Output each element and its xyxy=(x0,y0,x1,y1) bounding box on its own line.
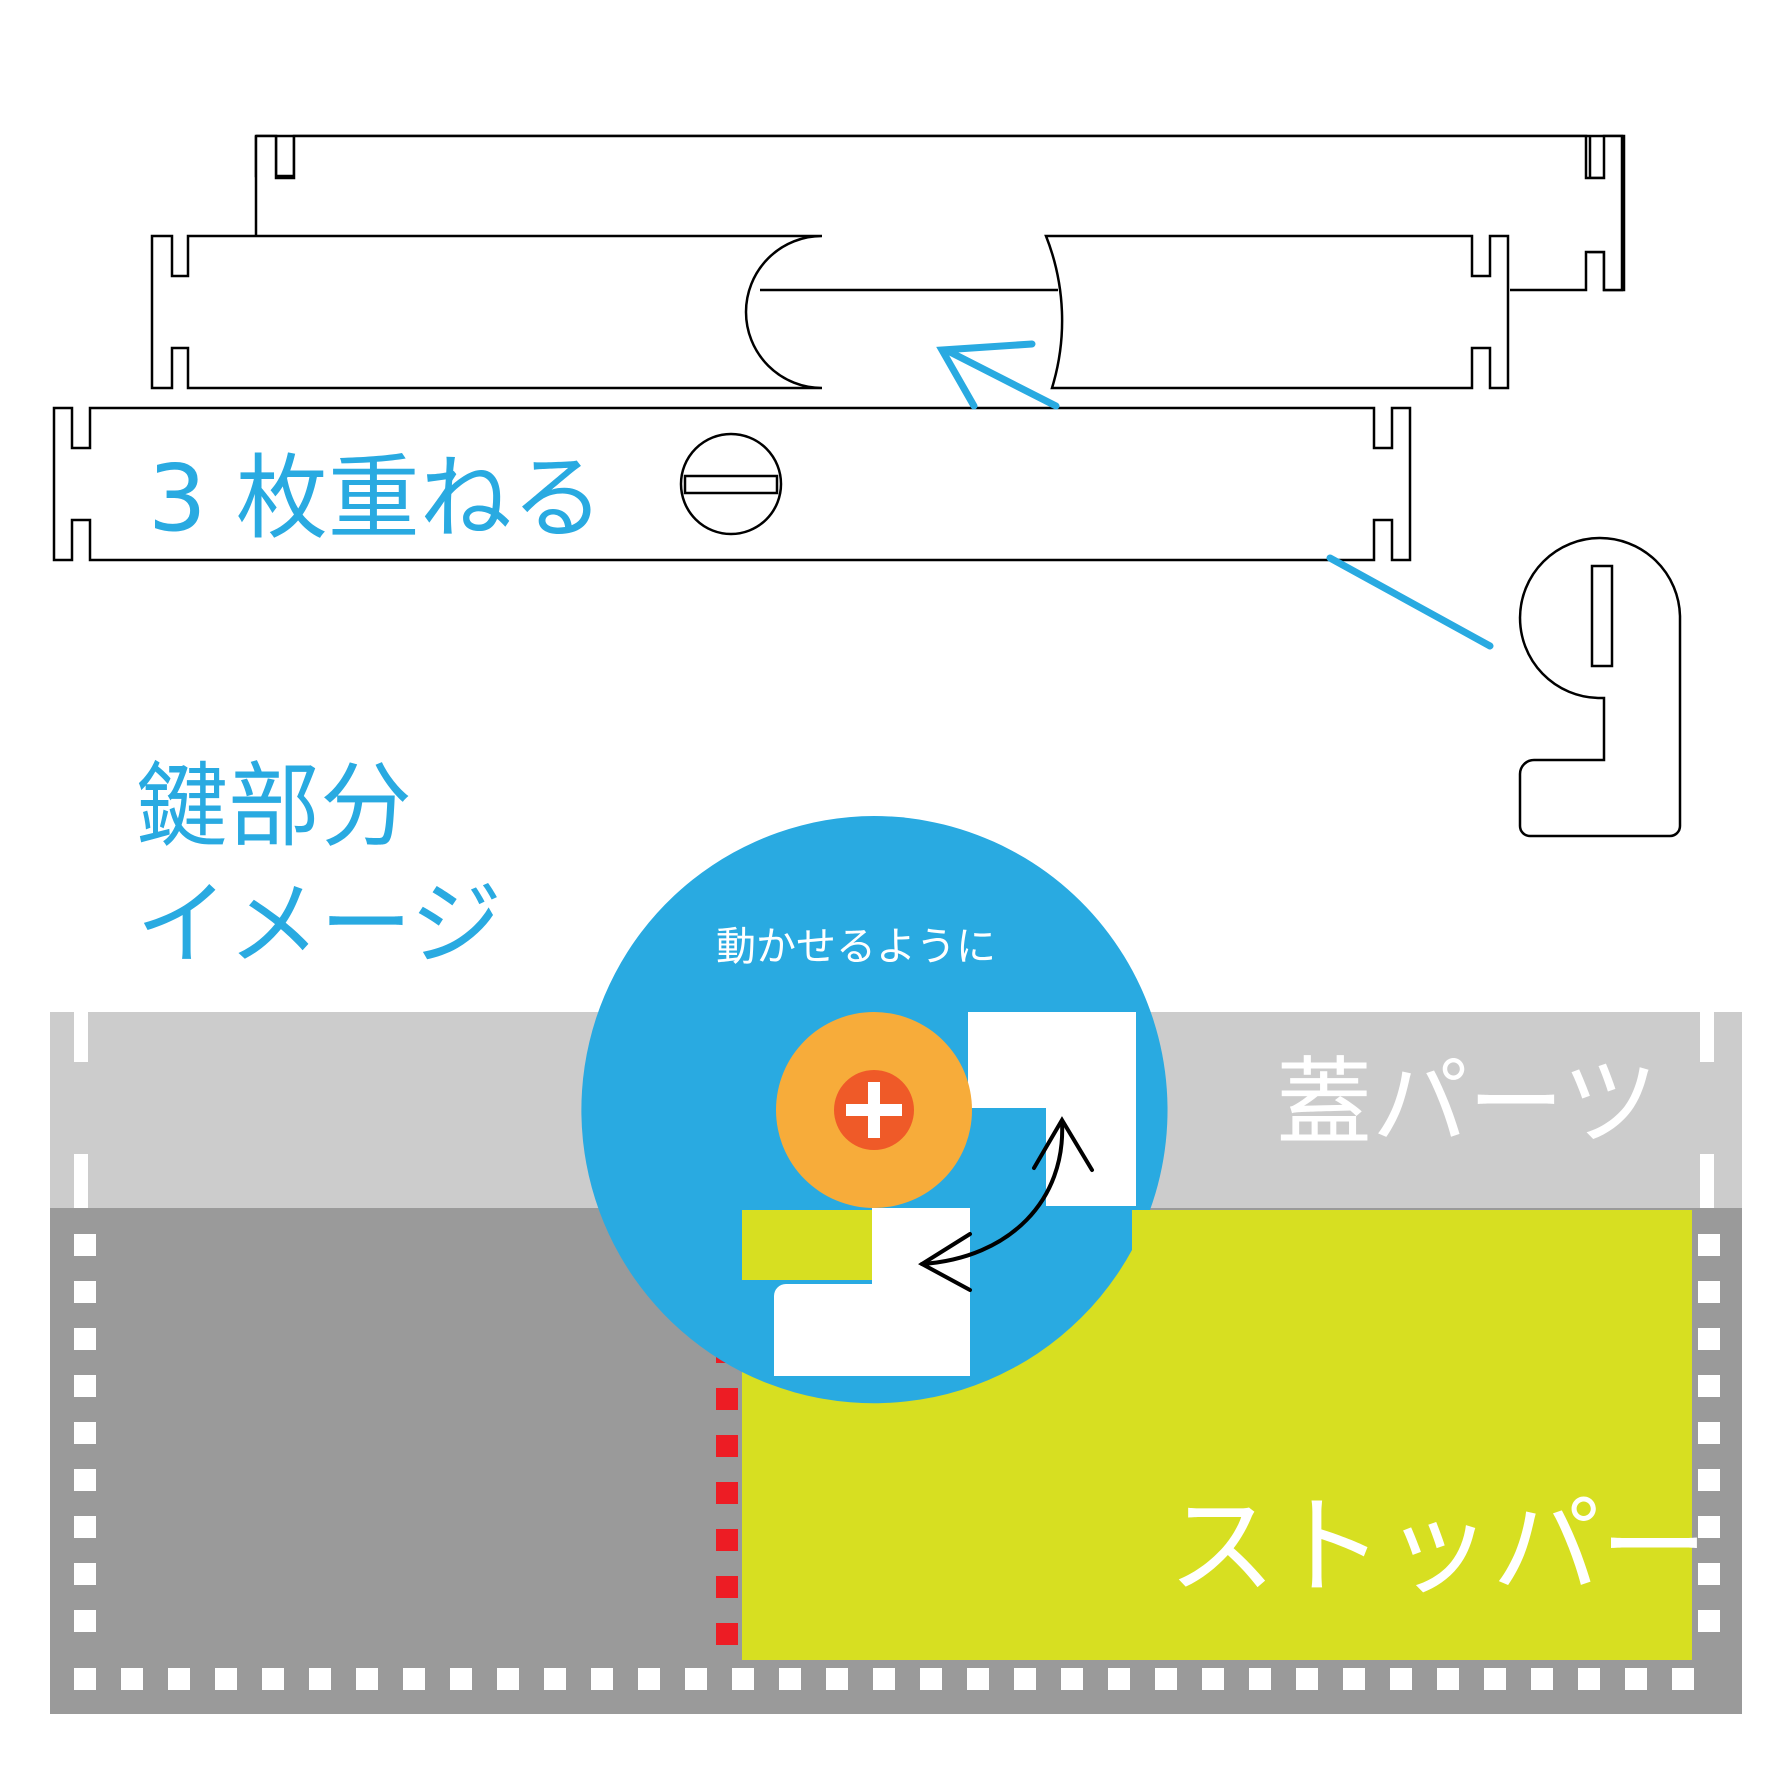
movable-label: 動かせるように xyxy=(716,924,996,970)
body-dash xyxy=(1578,1668,1600,1690)
red-dash xyxy=(716,1482,738,1504)
body-dash xyxy=(74,1234,96,1256)
middle-plate-right xyxy=(1044,234,1510,390)
body-dash xyxy=(1061,1668,1083,1690)
key-piece-slot xyxy=(1590,564,1614,668)
body-dash xyxy=(1296,1668,1318,1690)
body-dash xyxy=(262,1668,284,1690)
stopper-key xyxy=(774,1208,970,1376)
stopper-key-notch xyxy=(742,1210,872,1280)
body-dash xyxy=(356,1668,378,1690)
body-dash xyxy=(685,1668,707,1690)
red-dash xyxy=(716,1435,738,1457)
body-dash xyxy=(121,1668,143,1690)
red-dash xyxy=(716,1623,738,1645)
body-dash xyxy=(1437,1668,1459,1690)
stack-three-label: 3 枚重ねる xyxy=(148,445,604,552)
key-piece xyxy=(1518,536,1682,838)
body-dash xyxy=(309,1668,331,1690)
body-dash xyxy=(967,1668,989,1690)
body-dash xyxy=(779,1668,801,1690)
body-dash xyxy=(74,1668,96,1690)
lid-key-slot xyxy=(906,1012,1136,1206)
front-plate-slot xyxy=(683,474,779,495)
body-dash xyxy=(74,1469,96,1491)
stopper-label: ストッパー xyxy=(1168,1485,1708,1610)
body-dash xyxy=(1698,1281,1720,1303)
body-dash xyxy=(1202,1668,1224,1690)
zoom-circle-left xyxy=(581,816,874,1372)
body-dash xyxy=(497,1668,519,1690)
body-dash xyxy=(168,1668,190,1690)
red-dash xyxy=(716,1576,738,1598)
body-dash xyxy=(1155,1668,1177,1690)
body-dash xyxy=(74,1328,96,1350)
body-dash xyxy=(826,1668,848,1690)
body-dash xyxy=(1625,1668,1647,1690)
lid-dashes xyxy=(74,1012,1714,1208)
body-dash xyxy=(215,1668,237,1690)
body-dash xyxy=(732,1668,754,1690)
body-dash xyxy=(544,1668,566,1690)
body-dash xyxy=(1698,1563,1720,1585)
body-dash xyxy=(450,1668,472,1690)
lid-part-label: 蓋パーツ xyxy=(1276,1047,1658,1159)
body-dash xyxy=(74,1281,96,1303)
body-dash xyxy=(74,1375,96,1397)
red-dash xyxy=(716,1388,738,1410)
screw-cross-v xyxy=(868,1082,880,1138)
body-dash xyxy=(1698,1610,1720,1632)
body-dash xyxy=(1698,1516,1720,1538)
body-dash xyxy=(591,1668,613,1690)
body-dash xyxy=(1672,1668,1694,1690)
body-dash xyxy=(638,1668,660,1690)
plate-stack xyxy=(52,134,1626,562)
body-dash xyxy=(1698,1422,1720,1444)
body-dash xyxy=(873,1668,895,1690)
key-part-title-line1: 鍵部分 xyxy=(136,753,412,860)
body-dash xyxy=(920,1668,942,1690)
body-dash xyxy=(1014,1668,1036,1690)
middle-plate xyxy=(150,234,823,390)
body-dash xyxy=(1698,1375,1720,1397)
body-dash xyxy=(74,1516,96,1538)
body-dash xyxy=(1484,1668,1506,1690)
key-part-title-line2: イメージ xyxy=(136,871,502,978)
curved-double-arrow-icon xyxy=(918,1116,1094,1292)
body-dash xyxy=(74,1610,96,1632)
body-dash xyxy=(1390,1668,1412,1690)
body-dash xyxy=(1698,1234,1720,1256)
body-dash xyxy=(74,1422,96,1444)
body-dash xyxy=(1698,1469,1720,1491)
body-dash xyxy=(1108,1668,1130,1690)
pointer-arrow xyxy=(936,340,1494,650)
body-dash xyxy=(1343,1668,1365,1690)
body-dash xyxy=(403,1668,425,1690)
body-dash xyxy=(74,1563,96,1585)
body-dashes xyxy=(74,1234,1720,1690)
body-dash xyxy=(1698,1328,1720,1350)
body-dash xyxy=(1249,1668,1271,1690)
body-dash xyxy=(1531,1668,1553,1690)
red-dash xyxy=(716,1529,738,1551)
